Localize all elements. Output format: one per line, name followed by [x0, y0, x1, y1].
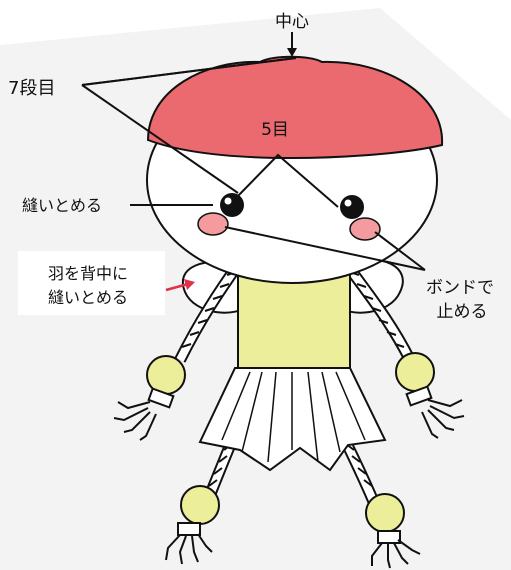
- label-row7: 7段目: [8, 78, 55, 99]
- wing-arrow: [165, 279, 195, 292]
- wing-instruction-line1: 羽を背中に: [48, 264, 129, 283]
- leader-lines: [81, 32, 426, 271]
- right-ankle-cuff: [377, 530, 401, 544]
- left-eye: [220, 193, 244, 217]
- skirt-pleats: [221, 371, 366, 463]
- label-center: 中心: [275, 12, 309, 32]
- left-leg-bead: [180, 485, 220, 525]
- label-bond-line2: 止める: [437, 302, 488, 322]
- right-hand: [421, 399, 465, 439]
- right-eye: [340, 195, 364, 219]
- wing-instruction-box: 羽を背中に 縫いとめる: [18, 251, 165, 315]
- left-hand: [113, 401, 157, 441]
- right-leg-bead: [365, 493, 405, 533]
- right-arm-bead: [395, 352, 435, 392]
- label-sew-eyes: 縫いとめる: [22, 196, 102, 215]
- left-wrist-cuff: [147, 387, 175, 409]
- right-wrist-cuff: [405, 385, 433, 407]
- left-ankle-cuff: [177, 522, 201, 536]
- right-foot: [371, 539, 421, 569]
- right-cheek: [349, 217, 381, 241]
- left-foot: [165, 533, 213, 565]
- label-bond-line1: ボンドで: [426, 278, 494, 298]
- label-row5: 5目: [261, 120, 289, 140]
- hat: [146, 55, 444, 160]
- wing-instruction-line2: 縫いとめる: [48, 288, 129, 307]
- left-cheek: [197, 212, 229, 236]
